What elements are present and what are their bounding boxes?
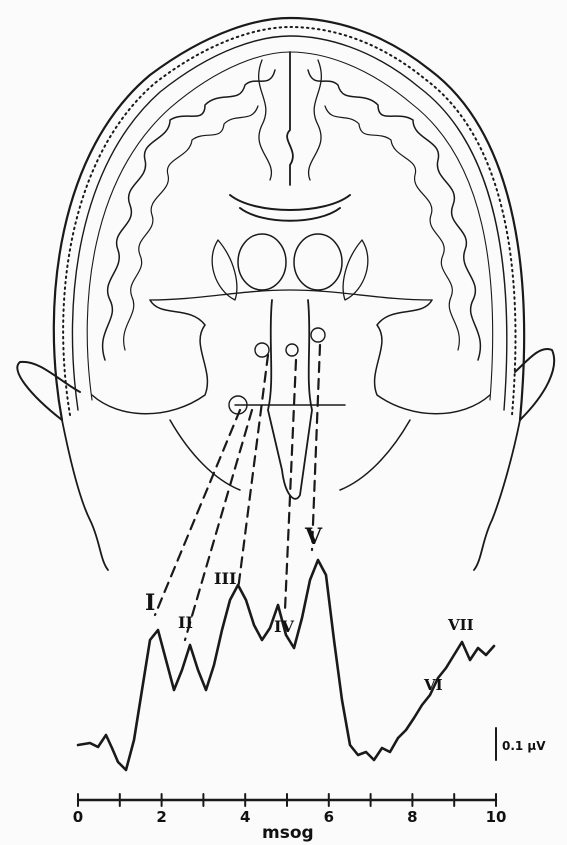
scale-bar-label: 0.1 µV [502,739,546,753]
dash-line-wave-4 [285,360,296,610]
wave-label-1: I [145,590,155,616]
lemniscus-marker [286,344,298,356]
wave-label-2: II [178,613,193,632]
cerebellum-left [170,420,240,490]
olivary-nucleus-marker [255,343,269,357]
thalamus-right [294,234,342,290]
time-axis-tick-label: 6 [324,808,334,826]
brainstem [268,300,312,499]
head-lower-right [474,420,520,570]
ear-left [17,362,80,420]
colliculus-marker [311,328,325,342]
brain-coronal-section [17,18,554,570]
time-axis-tick-label: 8 [407,808,417,826]
head-lower-left [62,420,108,570]
time-axis-tick-label: 0 [73,808,83,826]
wave-label-4: IV [274,617,294,636]
basal-ganglia-right [343,240,368,300]
section-line [150,290,432,300]
cortex-gyri-right [308,70,480,360]
cerebellum-right [340,420,410,490]
time-axis-tick-label: 10 [486,808,507,826]
wave-label-3: III [214,569,236,588]
amplitude-scale-bar: 0.1 µV [496,728,546,760]
corpus-callosum [230,195,350,221]
longitudinal-fissure [287,52,293,185]
cortex-gyri-left-inner [124,106,258,350]
generator-dashed-lines [155,345,320,640]
thalamus-left [238,234,286,290]
dash-line-wave-2 [185,410,252,640]
dash-line-wave-5 [312,345,320,550]
temporal-lobe-left [92,300,207,414]
cortex-gyri-left [103,70,275,360]
time-axis-tick-label: 4 [240,808,250,826]
wave-label-6: VI [423,676,443,694]
cortex-gyri-right-inner [325,106,459,350]
time-axis-tick-label: 2 [156,808,166,826]
wave-label-7: VII [447,616,474,634]
dash-line-wave-3 [238,355,268,590]
time-axis-label: msog [262,823,314,843]
basal-ganglia-left [212,240,237,300]
time-axis: 0 2 4 6 8 10 msog [73,794,507,843]
wave-label-5: V [304,524,323,550]
